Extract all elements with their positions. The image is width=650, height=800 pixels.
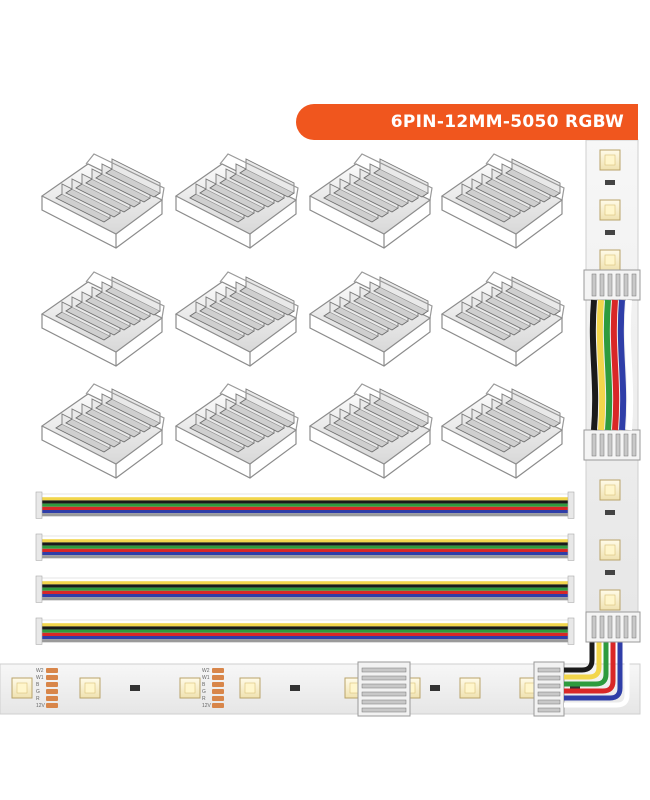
connector-grid (40, 153, 565, 479)
title-badge: 6PIN-12MM-5050 RGBW (296, 104, 638, 140)
corner-wire (589, 299, 599, 431)
strip-clip (583, 429, 641, 461)
corner-wire (596, 299, 606, 431)
connector-clip (174, 153, 299, 249)
corner-wire (564, 640, 623, 701)
pad-label: W1 (36, 675, 44, 681)
led-chip (459, 677, 481, 699)
corner-wire (564, 640, 630, 708)
connector-clip (440, 383, 565, 479)
pad-label: R (202, 696, 206, 702)
corner-wire (610, 299, 620, 431)
strip-clip (357, 661, 411, 717)
led-chip (599, 199, 621, 235)
pad-label: B (36, 682, 40, 688)
jumper-cable (35, 617, 575, 645)
connector-clip (174, 383, 299, 479)
corner-wire (564, 640, 616, 694)
corner-l-connector (564, 611, 641, 708)
pad-label: W1 (202, 675, 210, 681)
connector-clip (440, 153, 565, 249)
corner-wire (564, 640, 595, 673)
connector-clip (40, 153, 165, 249)
connector-clip (308, 271, 433, 367)
title-badge-text: 6PIN-12MM-5050 RGBW (390, 112, 624, 132)
corner-wire (603, 299, 613, 431)
led-chip (11, 677, 33, 699)
connector-clip (440, 271, 565, 367)
resistor (290, 685, 300, 691)
led-chip (599, 149, 621, 185)
led-chip (599, 479, 621, 515)
vertical-led-strip (583, 139, 641, 637)
jumper-cable (35, 533, 575, 561)
connector-clip (40, 271, 165, 367)
led-chip (79, 677, 101, 699)
pad-label: G (36, 689, 40, 695)
pad-label: G (202, 689, 206, 695)
connector-clip (308, 153, 433, 249)
corner-wire (617, 299, 627, 431)
corner-wire (564, 640, 609, 687)
pad-label: B (202, 682, 206, 688)
resistor (430, 685, 440, 691)
connector-clip (174, 271, 299, 367)
pad-label: W2 (36, 668, 44, 674)
jumper-cable (35, 575, 575, 603)
corner-wire (624, 299, 634, 431)
strip-clip (533, 661, 565, 717)
pad-label: 12V (36, 703, 46, 709)
pad-label: R (36, 696, 40, 702)
jumper-cable (35, 491, 575, 519)
connector-clip (308, 383, 433, 479)
led-chip (599, 539, 621, 575)
led-chip (239, 677, 261, 699)
strip-clip (583, 269, 641, 301)
strip-clip (585, 611, 641, 643)
pad-label: W2 (202, 668, 210, 674)
resistor (130, 685, 140, 691)
resistor (570, 685, 580, 691)
pad-label: 12V (202, 703, 212, 709)
led-chip (179, 677, 201, 699)
cable-group (35, 491, 575, 645)
connector-clip (40, 383, 165, 479)
corner-wire (564, 640, 602, 680)
